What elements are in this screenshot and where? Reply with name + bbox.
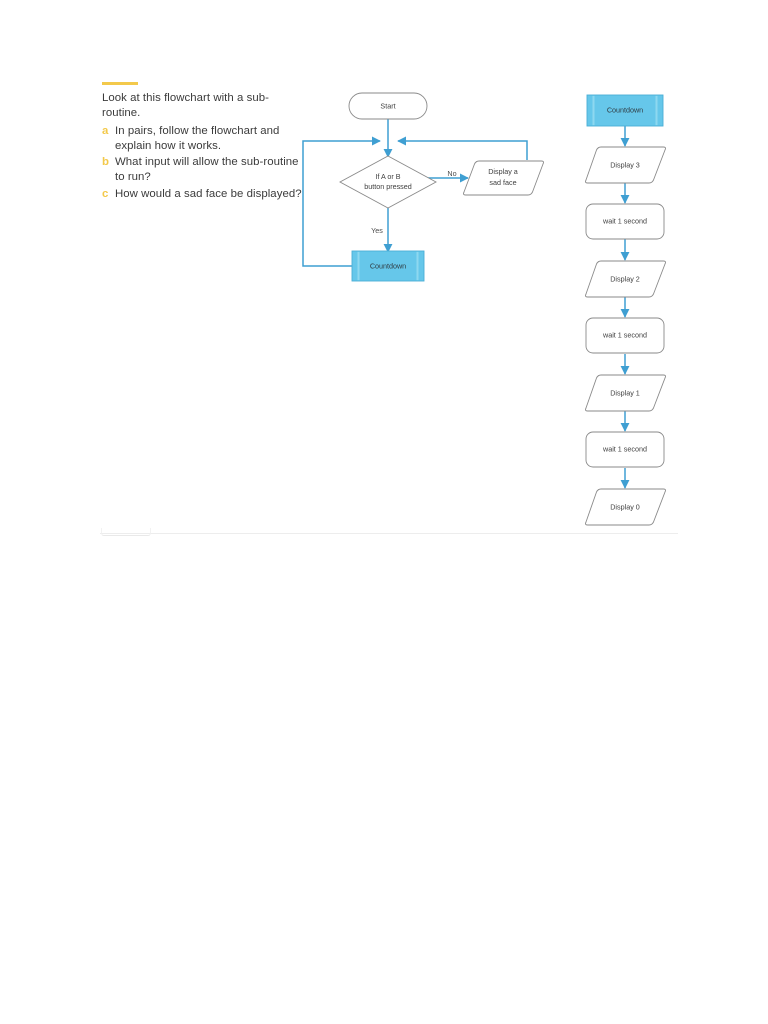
list-item: c How would a sad face be displayed?: [102, 187, 302, 202]
node-display-3: Display 3: [585, 146, 666, 184]
footer-scan-artifact: [101, 528, 151, 536]
node-start: Start: [348, 92, 428, 120]
main-flowchart: Start If A or B button pressed No Yes Di…: [302, 92, 544, 282]
question-text-a: In pairs, follow the flowchart and expla…: [115, 124, 280, 152]
question-list: a In pairs, follow the flowchart and exp…: [102, 124, 302, 202]
edge-countdown-loopback: [302, 136, 381, 267]
node-countdown-subroutine: Countdown: [586, 94, 664, 127]
node-sub-countdown-label: Countdown: [607, 105, 643, 114]
node-decision-label-line1: If A or B: [375, 172, 400, 181]
question-marker-c: c: [102, 187, 109, 200]
node-sad-face-label-line2: sad face: [489, 178, 516, 187]
node-display-0: Display 0: [585, 488, 666, 526]
node-display-1-label: Display 1: [610, 388, 640, 397]
list-item: a In pairs, follow the flowchart and exp…: [102, 124, 302, 155]
question-intro: Look at this flowchart with a sub-routin…: [102, 92, 269, 120]
node-wait-1-second-b: wait 1 second: [585, 317, 665, 354]
accent-rule: [102, 82, 138, 85]
question-text-b: What input will allow the sub-routine to…: [115, 156, 299, 184]
question-marker-b: b: [102, 156, 109, 169]
node-display-3-label: Display 3: [610, 160, 640, 169]
footer-divider: [100, 533, 678, 534]
node-display-sad-face: Display a sad face: [463, 160, 544, 196]
node-wait-b-label: wait 1 second: [602, 330, 647, 339]
question-block: Look at this flowchart with a sub-routin…: [102, 82, 302, 202]
node-display-2: Display 2: [585, 260, 666, 298]
node-display-2-label: Display 2: [610, 274, 640, 283]
edge-label-no: No: [447, 169, 456, 178]
edge-sadface-loopback: [397, 136, 528, 160]
node-wait-a-label: wait 1 second: [602, 216, 647, 225]
question-marker-a: a: [102, 124, 109, 137]
node-countdown-main: Countdown: [351, 250, 425, 282]
subroutine-flowchart: Countdown Display 3 wait 1 second Displa…: [585, 94, 666, 526]
list-item: b What input will allow the sub-routine …: [102, 155, 302, 186]
node-sad-face-label-line1: Display a: [488, 167, 518, 176]
question-text-c: How would a sad face be displayed?: [115, 187, 302, 200]
node-wait-c-label: wait 1 second: [602, 444, 647, 453]
node-decision-label-line2: button pressed: [364, 182, 412, 191]
edge-label-yes: Yes: [371, 226, 383, 235]
node-display-1: Display 1: [585, 374, 666, 412]
node-decision: If A or B button pressed: [339, 155, 437, 209]
node-wait-1-second-a: wait 1 second: [585, 203, 665, 240]
node-wait-1-second-c: wait 1 second: [585, 431, 665, 468]
node-countdown-main-label: Countdown: [370, 261, 406, 270]
node-display-0-label: Display 0: [610, 502, 640, 511]
node-start-label: Start: [380, 101, 395, 110]
